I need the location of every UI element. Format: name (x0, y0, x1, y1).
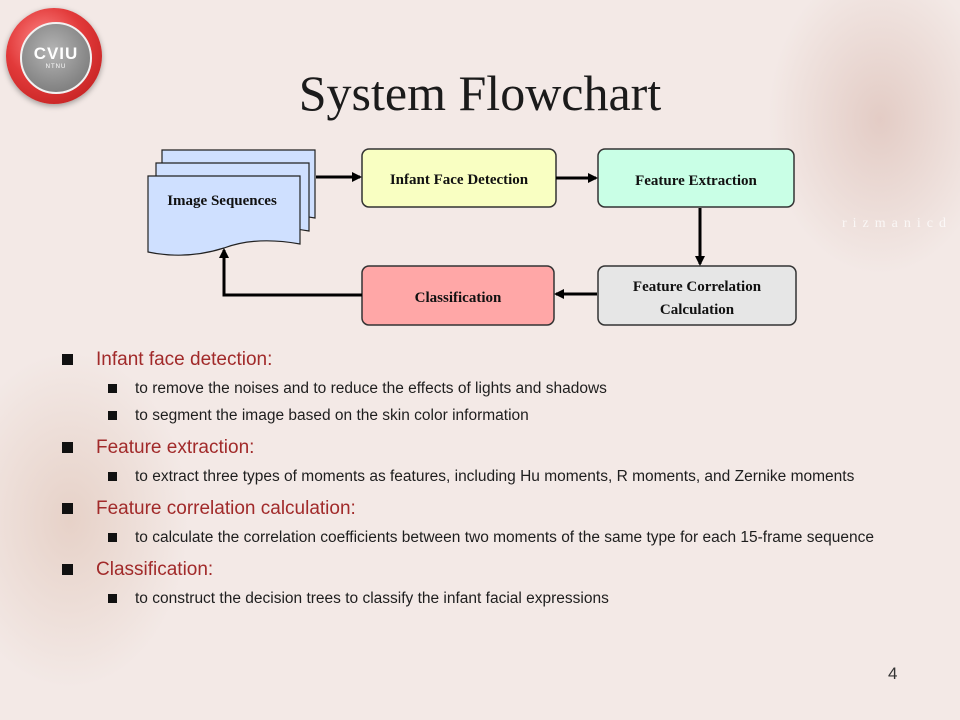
watermark-text: rizmanicd (842, 216, 952, 231)
bullet-square (108, 472, 117, 481)
arrow-classification-to-sequences (219, 248, 362, 297)
node-feature-correlation: Feature Correlation Calculation (597, 265, 797, 326)
bullet-square (62, 503, 73, 514)
node-classification: Classification (361, 265, 555, 326)
node-face-detection: Infant Face Detection (361, 148, 557, 208)
bullet-heading: Infant face detection: (62, 348, 904, 372)
bullet-list: Infant face detection: to remove the noi… (62, 342, 904, 609)
bullet-square (108, 594, 117, 603)
label-image-sequences: Image Sequences (167, 193, 277, 209)
item-text: to segment the image based on the skin c… (135, 407, 529, 424)
label-classification: Classification (415, 290, 502, 306)
bullet-square (108, 533, 117, 542)
bullet-item: to extract three types of moments as fea… (108, 467, 904, 487)
item-text: to remove the noises and to reduce the e… (135, 380, 607, 397)
bullet-heading: Classification: (62, 558, 904, 582)
node-image-sequences: Image Sequences (147, 149, 316, 256)
heading-feature-extraction: Feature extraction: (96, 437, 255, 458)
bullet-item: to remove the noises and to reduce the e… (108, 379, 904, 399)
bullet-item: to construct the decision trees to class… (108, 589, 904, 609)
label-feature-extraction: Feature Extraction (635, 173, 757, 189)
bullet-square (62, 354, 73, 365)
page-number: 4 (888, 664, 898, 683)
bullet-heading: Feature extraction: (62, 436, 904, 460)
heading-feature-correlation: Feature correlation calculation: (96, 498, 356, 519)
heading-classification: Classification: (96, 559, 214, 580)
item-text: to extract three types of moments as fea… (135, 468, 855, 485)
logo-subtext: NTNU (45, 64, 67, 70)
label-correlation-line1: Feature Correlation (633, 279, 762, 295)
logo-badge: CVIU NTNU (20, 22, 92, 94)
bullet-square (62, 564, 73, 575)
bullet-item: to calculate the correlation coefficient… (108, 528, 904, 548)
item-text: to construct the decision trees to class… (135, 590, 609, 607)
bullet-heading: Feature correlation calculation: (62, 497, 904, 521)
label-face-detection: Infant Face Detection (390, 172, 529, 188)
cviu-logo: CVIU NTNU (6, 8, 102, 104)
label-correlation-line2: Calculation (660, 302, 735, 318)
bullet-square (108, 384, 117, 393)
bullet-item: to segment the image based on the skin c… (108, 406, 904, 426)
logo-text: CVIU (33, 44, 79, 63)
item-text: to calculate the correlation coefficient… (135, 529, 874, 546)
doc-sheet-front (147, 175, 301, 256)
heading-face-detection: Infant face detection: (96, 349, 273, 370)
slide-title: System Flowchart (298, 65, 662, 121)
bullet-square (62, 442, 73, 453)
node-feature-extraction: Feature Extraction (597, 148, 795, 208)
bullet-square (108, 411, 117, 420)
